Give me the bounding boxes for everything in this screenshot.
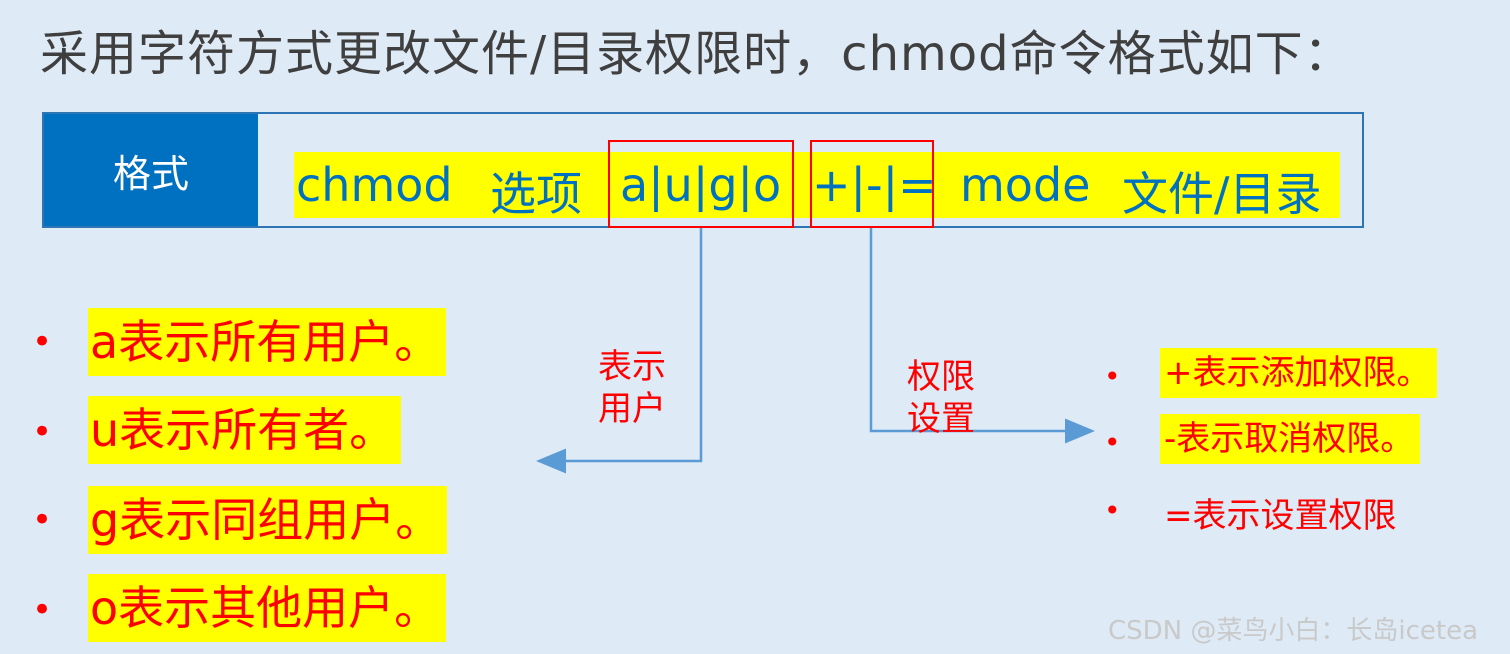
user-arrow-label-line2: 用户 — [598, 389, 666, 429]
bullet: • — [32, 500, 53, 540]
list-item-set: =表示设置权限 — [1164, 496, 1397, 536]
cmd-user-set: a|u|g|o — [620, 158, 782, 212]
user-arrow-label-line1: 表示 — [598, 347, 666, 387]
list-item-a: a表示所有用户。 — [88, 308, 447, 376]
cmd-chmod: chmod — [296, 158, 453, 212]
bullet: • — [1104, 360, 1121, 393]
list-item-o: o表示其他用户。 — [88, 574, 447, 642]
perm-arrow — [869, 228, 1095, 444]
operator-set-outline — [810, 140, 934, 228]
command-highlight — [294, 152, 1340, 218]
list-item-add: +表示添加权限。 — [1160, 348, 1437, 398]
bullet: • — [1104, 494, 1121, 527]
user-arrow-label: 表示 用户 — [598, 346, 666, 430]
cmd-mode: mode — [960, 158, 1091, 212]
format-box: 格式 chmod 选项 a|u|g|o +|-|= mode 文件/目录 — [42, 112, 1364, 228]
bullet: • — [32, 322, 53, 362]
perm-arrow-label: 权限 设置 — [907, 356, 975, 440]
perm-arrow-label-line1: 权限 — [907, 357, 975, 397]
user-arrow — [536, 228, 703, 474]
list-item-remove: -表示取消权限。 — [1160, 414, 1421, 464]
cmd-options: 选项 — [490, 167, 582, 221]
list-item-g: g表示同组用户。 — [88, 486, 448, 554]
perm-arrow-label-line2: 设置 — [907, 399, 975, 439]
watermark: CSDN @菜鸟小白：长岛icetea — [1108, 616, 1479, 646]
bullet: • — [32, 412, 53, 452]
format-label: 格式 — [44, 114, 258, 226]
page-title: 采用字符方式更改文件/目录权限时，chmod命令格式如下： — [40, 26, 1353, 82]
bullet: • — [1104, 426, 1121, 459]
cmd-file-dir: 文件/目录 — [1122, 167, 1322, 221]
bullet: • — [32, 590, 53, 630]
cmd-operator-set: +|-|= — [812, 158, 937, 212]
user-set-outline — [608, 140, 794, 228]
list-item-u: u表示所有者。 — [88, 396, 402, 464]
